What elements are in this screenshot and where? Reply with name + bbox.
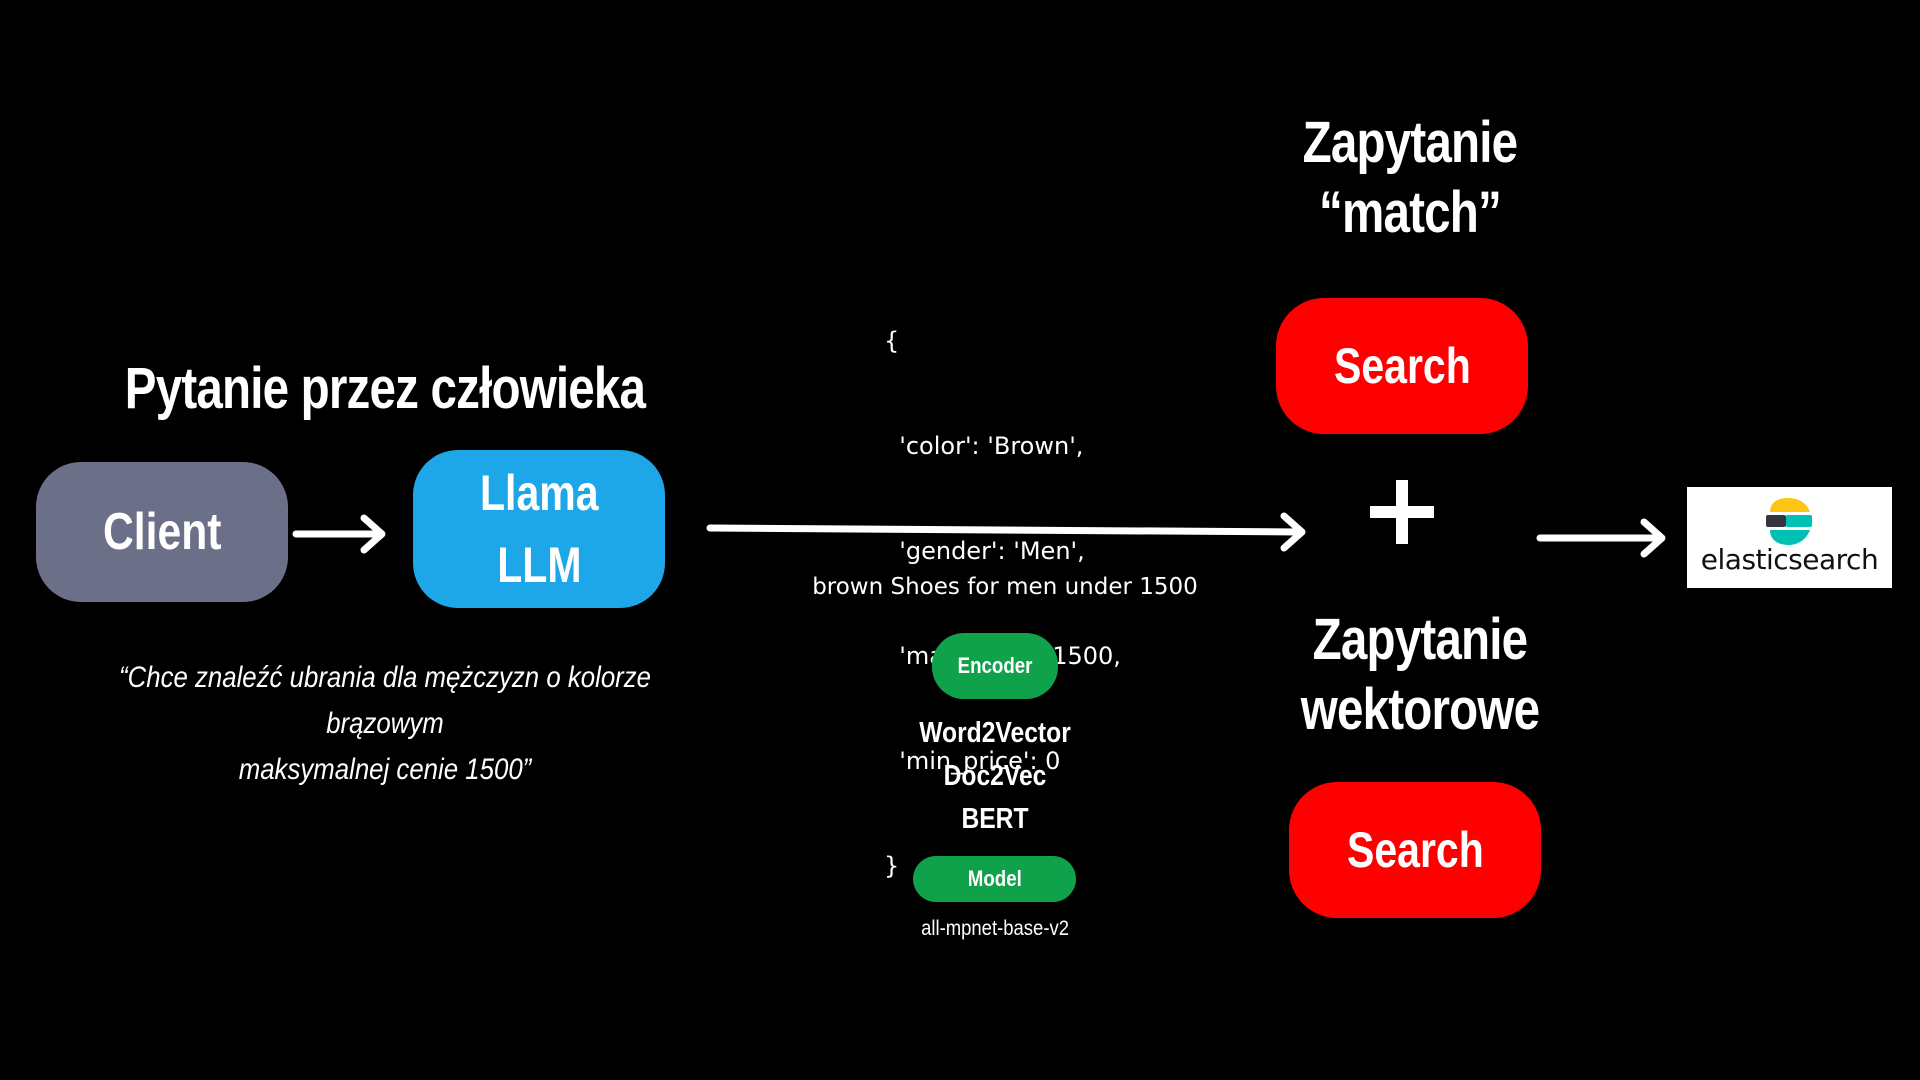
json-line: 'gender': 'Men', <box>884 537 1085 565</box>
elasticsearch-wordmark: elasticsearch <box>1700 543 1879 576</box>
encoder-item: Doc2Vec <box>943 760 1047 792</box>
model-badge: Model <box>913 856 1076 902</box>
json-line: } <box>884 852 900 880</box>
encoder-label: Encoder <box>957 653 1033 678</box>
encoder-item: Word2Vector <box>919 717 1071 749</box>
arrow-client-to-llm-icon <box>292 514 386 554</box>
json-line: { <box>884 327 900 355</box>
vector-search-label: Search <box>1346 822 1484 878</box>
vector-search-button[interactable]: Search <box>1289 782 1541 918</box>
llm-node: Llama LLM <box>413 450 665 608</box>
encoder-item: BERT <box>961 803 1029 835</box>
json-line: 'color': 'Brown', <box>884 432 1084 460</box>
json-line: 'min_price': 0 <box>884 747 1061 775</box>
model-name-text: all-mpnet-base-v2 <box>921 917 1069 940</box>
prompt-text: brown Shoes for men under 1500 <box>812 574 1198 600</box>
elasticsearch-mark-icon <box>1766 498 1812 545</box>
model-label: Model <box>967 866 1022 891</box>
match-heading-line1: Zapytanie <box>1302 110 1518 175</box>
arrow-to-elasticsearch-icon <box>1536 518 1666 558</box>
arrow-llm-to-search-icon <box>706 512 1306 552</box>
elasticsearch-logo: elasticsearch <box>1687 487 1892 588</box>
encoder-badge: Encoder <box>932 633 1058 699</box>
heading-question: Pytanie przez człowieka <box>124 356 646 421</box>
vector-heading-line2: wektorowe <box>1300 676 1540 742</box>
match-heading-line2: “match” <box>1319 179 1502 245</box>
match-search-button[interactable]: Search <box>1276 298 1528 434</box>
llm-label-line1: Llama <box>479 465 599 521</box>
client-label: Client <box>102 503 222 561</box>
client-node: Client <box>36 462 288 602</box>
vector-heading: Zapytanie wektorowe <box>1220 605 1620 744</box>
user-quote: “Chce znaleźć ubrania dla mężczyzn o kol… <box>71 655 699 793</box>
match-heading: Zapytanie “match” <box>1210 108 1610 247</box>
left-heading-wrap: Pytanie przez człowieka <box>40 354 730 424</box>
plus-icon <box>1370 480 1434 544</box>
encoder-list: Word2Vector Doc2Vec BERT <box>860 712 1130 841</box>
quote-line-1: “Chce znaleźć ubrania dla mężczyzn o kol… <box>118 661 652 740</box>
llm-label-line2: LLM <box>496 537 582 593</box>
vector-heading-line1: Zapytanie <box>1312 607 1528 672</box>
model-name: all-mpnet-base-v2 <box>860 917 1130 941</box>
match-search-label: Search <box>1333 338 1471 394</box>
quote-line-2: maksymalnej cenie 1500” <box>238 753 532 786</box>
